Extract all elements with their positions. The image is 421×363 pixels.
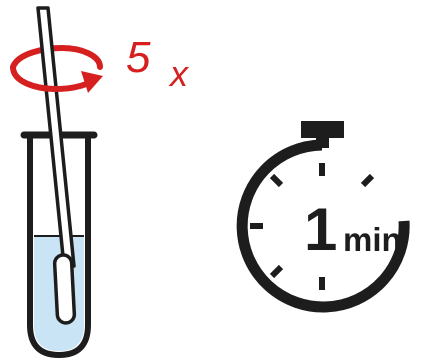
stopwatch-button xyxy=(301,121,344,138)
rotate-arrow-back xyxy=(13,48,100,67)
swab-tip xyxy=(54,255,75,324)
timer-value: 1 xyxy=(304,196,337,263)
timer-unit: min xyxy=(343,221,402,258)
rotate-arrow-icon xyxy=(13,67,103,93)
rotation-count-label: 5 xyxy=(126,33,151,82)
rotation-unit-label: x xyxy=(168,53,190,94)
stopwatch-icon: 1 min xyxy=(242,121,404,307)
